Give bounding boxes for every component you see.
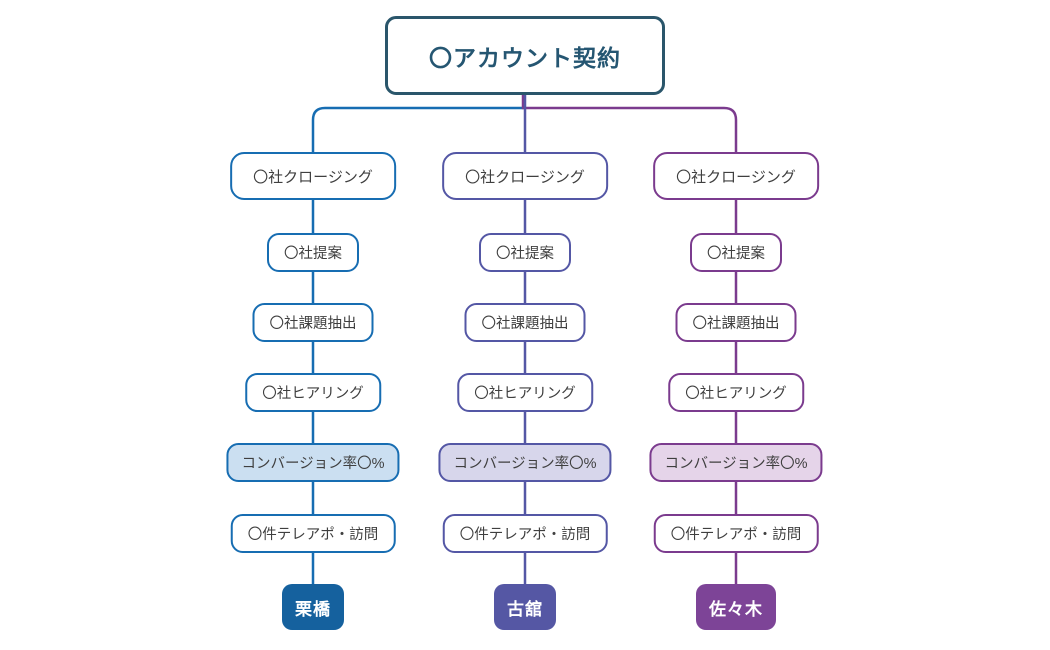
connector-left-branch xyxy=(311,94,526,160)
node-owner-name: 古舘 xyxy=(494,584,556,630)
connector-right-branch xyxy=(521,94,738,160)
node-issue-extraction: 〇社課題抽出 xyxy=(252,303,374,342)
node-hearing: 〇社ヒアリング xyxy=(668,373,804,412)
node-conversion-rate: コンバージョン率〇% xyxy=(649,443,823,482)
node-proposal: 〇社提案 xyxy=(690,233,782,272)
root-node-account-contract: 〇アカウント契約 xyxy=(385,16,665,95)
node-owner-name: 栗橋 xyxy=(282,584,344,630)
node-proposal: 〇社提案 xyxy=(267,233,359,272)
node-proposal: 〇社提案 xyxy=(479,233,571,272)
node-owner-name: 佐々木 xyxy=(696,584,776,630)
node-closing: 〇社クロージング xyxy=(653,152,819,200)
node-conversion-rate: コンバージョン率〇% xyxy=(226,443,400,482)
node-issue-extraction: 〇社課題抽出 xyxy=(675,303,797,342)
node-conversion-rate: コンバージョン率〇% xyxy=(438,443,612,482)
node-closing: 〇社クロージング xyxy=(230,152,396,200)
node-telemarketing-visits: 〇件テレアポ・訪問 xyxy=(653,514,819,553)
node-telemarketing-visits: 〇件テレアポ・訪問 xyxy=(230,514,396,553)
node-telemarketing-visits: 〇件テレアポ・訪問 xyxy=(442,514,608,553)
node-hearing: 〇社ヒアリング xyxy=(245,373,381,412)
node-hearing: 〇社ヒアリング xyxy=(457,373,593,412)
node-issue-extraction: 〇社課題抽出 xyxy=(464,303,586,342)
node-closing: 〇社クロージング xyxy=(442,152,608,200)
